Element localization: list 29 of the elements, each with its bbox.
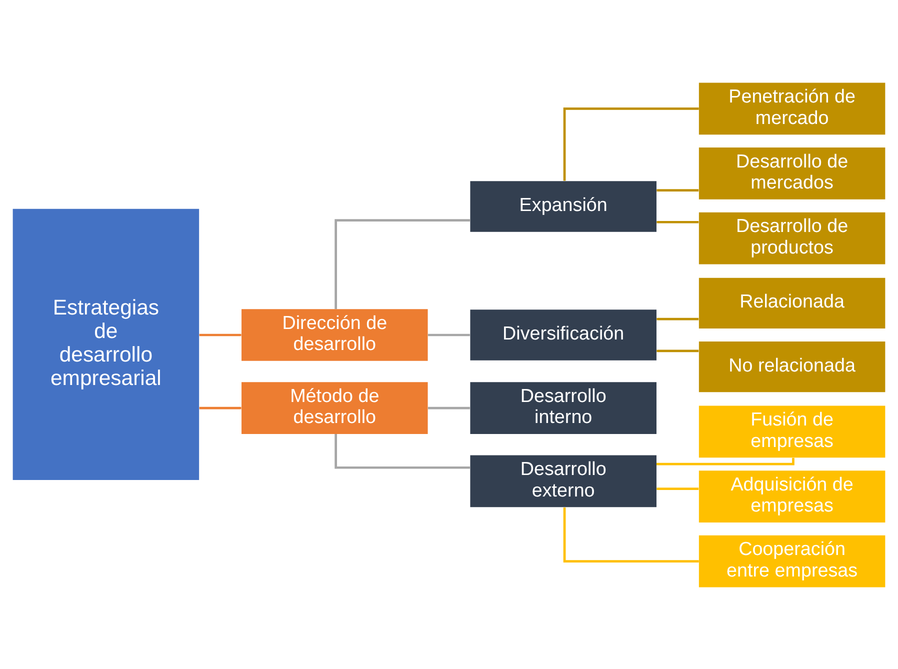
connector bbox=[563, 506, 699, 562]
node-box: Cooperación entre empresas bbox=[698, 534, 886, 587]
connector bbox=[656, 188, 699, 191]
connector bbox=[563, 106, 699, 180]
node-box: Dirección de desarrollo bbox=[242, 308, 428, 360]
node-box: Desarrollo externo bbox=[470, 454, 656, 507]
node-box: Desarrollo interno bbox=[470, 382, 656, 434]
connector bbox=[656, 457, 794, 465]
connector bbox=[334, 434, 470, 468]
connector bbox=[199, 333, 242, 336]
node-box: Desarrollo de productos bbox=[698, 212, 886, 264]
connector bbox=[428, 406, 470, 409]
node-box: Estrategias de desarrollo empresarial bbox=[12, 208, 200, 480]
connector bbox=[334, 218, 470, 308]
connector bbox=[656, 349, 699, 352]
node-box: Desarrollo de mercados bbox=[698, 147, 886, 199]
node-box: Expansión bbox=[470, 180, 656, 232]
node-box: Diversificación bbox=[470, 309, 656, 360]
node-box: No relacionada bbox=[698, 340, 886, 392]
node-box: Método de desarrollo bbox=[242, 382, 428, 434]
node-box: Adquisición de empresas bbox=[698, 470, 886, 522]
node-box: Fusión de empresas bbox=[698, 405, 886, 458]
connector bbox=[199, 406, 242, 409]
connector bbox=[656, 220, 699, 223]
connector bbox=[428, 333, 470, 336]
node-box: Relacionada bbox=[698, 277, 886, 328]
connector bbox=[656, 487, 699, 490]
connector bbox=[656, 317, 699, 320]
node-box: Penetración de mercado bbox=[698, 82, 886, 134]
